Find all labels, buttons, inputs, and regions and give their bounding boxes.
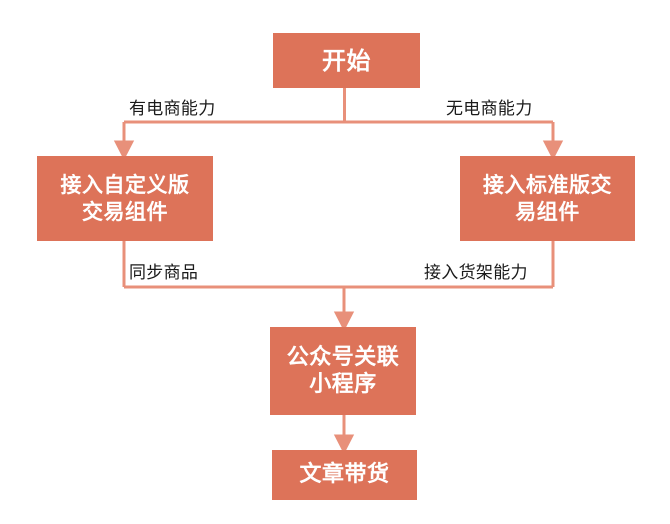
node-custom-component[interactable]: 接入自定义版 交易组件 bbox=[37, 156, 213, 241]
edge-label-sync-goods: 同步商品 bbox=[129, 263, 199, 283]
edge-label-no-ecommerce: 无电商能力 bbox=[446, 99, 533, 119]
edge-label-shelf-capability: 接入货架能力 bbox=[424, 263, 528, 283]
edge-label-has-ecommerce: 有电商能力 bbox=[129, 99, 216, 119]
node-link-miniprogram[interactable]: 公众号关联 小程序 bbox=[270, 327, 416, 415]
node-article-sales[interactable]: 文章带货 bbox=[272, 450, 417, 500]
node-standard-component[interactable]: 接入标准版交 易组件 bbox=[460, 156, 635, 241]
node-start[interactable]: 开始 bbox=[273, 33, 420, 88]
